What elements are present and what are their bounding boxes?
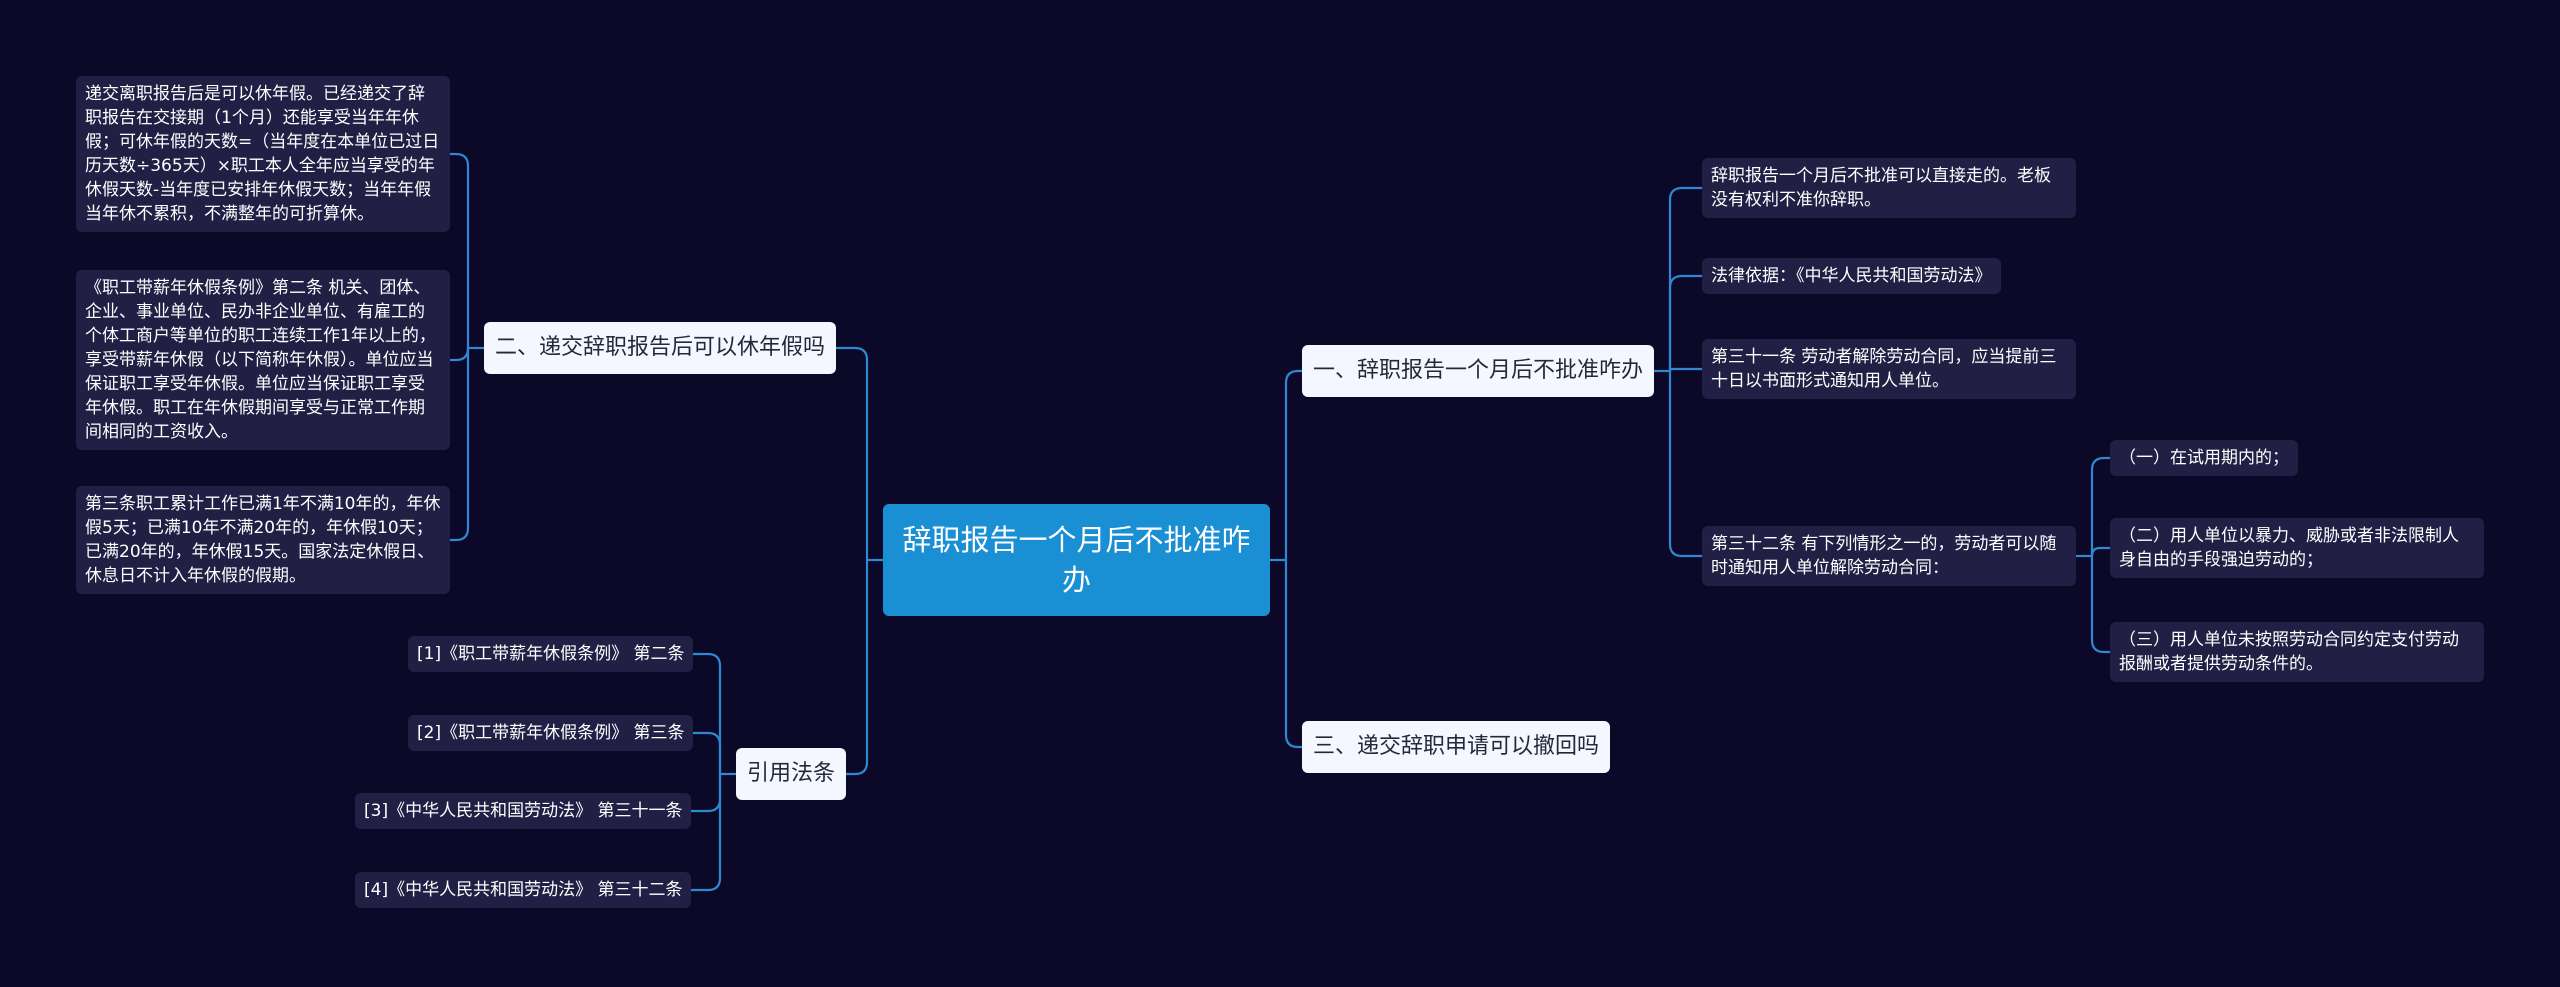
topic-resign-not-approved[interactable]: 一、辞职报告一个月后不批准咋办 — [1302, 345, 1655, 397]
leaf-regulation-article-3[interactable]: 第三条职工累计工作已满1年不满10年的，年休假5天；已满10年不满20年的，年休… — [76, 486, 450, 594]
leaf-text: 辞职报告一个月后不批准可以直接走的。老板没有权利不准你辞职。 — [1711, 166, 2051, 210]
connector-edge — [1668, 274, 1702, 371]
leaf-can-leave-directly[interactable]: 辞职报告一个月后不批准可以直接走的。老板没有权利不准你辞职。 — [1702, 158, 2076, 218]
leaf-article-31[interactable]: 第三十一条 劳动者解除劳动合同，应当提前三十日以书面形式通知用人单位。 — [1702, 339, 2076, 399]
leaf-text: （二）用人单位以暴力、威胁或者非法限制人身自由的手段强迫劳动的； — [2119, 526, 2459, 570]
topic-label: 一、辞职报告一个月后不批准咋办 — [1313, 358, 1644, 383]
topic-label: 三、递交辞职申请可以撤回吗 — [1313, 734, 1600, 759]
leaf-forced-labor[interactable]: （二）用人单位以暴力、威胁或者非法限制人身自由的手段强迫劳动的； — [2110, 518, 2484, 578]
connector-edge — [2090, 546, 2110, 557]
root-topic-label: 辞职报告一个月后不批准咋办 — [902, 523, 1251, 597]
leaf-leave-after-resign[interactable]: 递交离职报告后是可以休年假。已经递交了辞职报告在交接期（1个月）还能享受当年年休… — [76, 76, 450, 232]
leaf-text: [3]《中华人民共和国劳动法》 第三十一条 — [364, 801, 683, 821]
topic-cited-laws[interactable]: 引用法条 — [736, 748, 847, 800]
connector-edge — [1668, 367, 1702, 372]
topic-label: 引用法条 — [747, 761, 836, 786]
leaf-unpaid-wages[interactable]: （三）用人单位未按照劳动合同约定支付劳动报酬或者提供劳动条件的。 — [2110, 622, 2484, 682]
leaf-citation-3[interactable]: [3]《中华人民共和国劳动法》 第三十一条 — [355, 793, 692, 829]
connector-edge — [691, 774, 722, 892]
connector-edge — [1668, 371, 1702, 558]
leaf-article-32[interactable]: 第三十二条 有下列情形之一的，劳动者可以随时通知用人单位解除劳动合同： — [1702, 526, 2076, 586]
topic-annual-leave[interactable]: 二、递交辞职报告后可以休年假吗 — [484, 322, 837, 374]
leaf-text: 第三条职工累计工作已满1年不满10年的，年休假5天；已满10年不满20年的，年休… — [85, 494, 441, 586]
connector-edge — [450, 152, 470, 348]
connector-edge — [691, 774, 722, 813]
connector-edge — [846, 560, 869, 776]
leaf-text: [2]《职工带薪年休假条例》 第三条 — [417, 723, 685, 743]
topic-label: 二、递交辞职报告后可以休年假吗 — [495, 335, 826, 360]
connector-edge — [450, 347, 470, 362]
connector-edge — [1284, 560, 1302, 749]
connector-edge — [693, 652, 722, 774]
connector-edge — [1668, 186, 1702, 371]
leaf-legal-basis[interactable]: 法律依据：《中华人民共和国劳动法》 — [1702, 258, 2001, 294]
leaf-text: （三）用人单位未按照劳动合同约定支付劳动报酬或者提供劳动条件的。 — [2119, 630, 2459, 674]
connector-edge — [2090, 556, 2110, 654]
root-topic[interactable]: 辞职报告一个月后不批准咋办 — [883, 504, 1270, 616]
connector-edge — [450, 348, 470, 542]
leaf-text: （一）在试用期内的； — [2119, 448, 2289, 468]
leaf-text: [4]《中华人民共和国劳动法》 第三十二条 — [364, 880, 683, 900]
leaf-text: [1]《职工带薪年休假条例》 第二条 — [417, 644, 685, 664]
leaf-regulation-article-2[interactable]: 《职工带薪年休假条例》第二条 机关、团体、企业、事业单位、民办非企业单位、有雇工… — [76, 270, 450, 450]
connector-edge — [2090, 456, 2110, 556]
leaf-text: 《职工带薪年休假条例》第二条 机关、团体、企业、事业单位、民办非企业单位、有雇工… — [85, 278, 436, 442]
leaf-citation-2[interactable]: [2]《职工带薪年休假条例》 第三条 — [408, 715, 694, 751]
leaf-text: 递交离职报告后是可以休年假。已经递交了辞职报告在交接期（1个月）还能享受当年年休… — [85, 84, 440, 224]
topic-withdraw-resignation[interactable]: 三、递交辞职申请可以撤回吗 — [1302, 721, 1611, 773]
leaf-citation-4[interactable]: [4]《中华人民共和国劳动法》 第三十二条 — [355, 872, 692, 908]
leaf-text: 法律依据：《中华人民共和国劳动法》 — [1711, 266, 1992, 286]
connector-edge — [836, 346, 869, 560]
leaf-probation[interactable]: （一）在试用期内的； — [2110, 440, 2298, 476]
connector-edge — [693, 731, 722, 774]
leaf-text: 第三十二条 有下列情形之一的，劳动者可以随时通知用人单位解除劳动合同： — [1711, 534, 2057, 578]
connector-edge — [1284, 369, 1302, 560]
leaf-text: 第三十一条 劳动者解除劳动合同，应当提前三十日以书面形式通知用人单位。 — [1711, 347, 2057, 391]
leaf-citation-1[interactable]: [1]《职工带薪年休假条例》 第二条 — [408, 636, 694, 672]
